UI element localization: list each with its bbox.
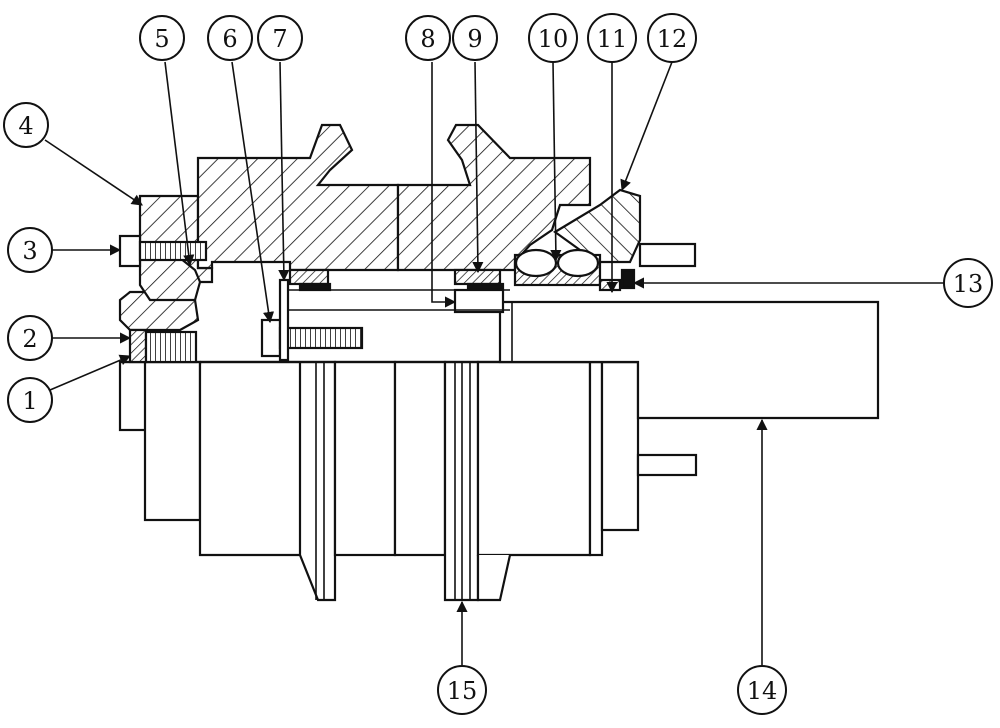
callout-10-label: 10 [538, 25, 569, 53]
callout-12: 12 [647, 13, 697, 63]
callout-15: 15 [437, 665, 487, 715]
callout-2: 2 [7, 315, 53, 361]
bearing-pack [144, 330, 198, 364]
callout-4: 4 [3, 102, 49, 148]
callout-3: 3 [7, 227, 53, 273]
end-cap [600, 360, 640, 532]
callout-balloons: 1 2 3 4 5 6 7 8 [3, 13, 993, 715]
callout-7-label: 7 [272, 25, 287, 53]
callout-1: 1 [7, 377, 53, 423]
callout-3-label: 3 [22, 237, 37, 265]
leader-7 [278, 61, 290, 282]
callout-8-label: 8 [420, 25, 435, 53]
callout-11: 11 [587, 13, 637, 63]
leader-10 [550, 61, 562, 262]
callout-14: 14 [737, 665, 787, 715]
bolt-6-shank [278, 326, 364, 350]
leader-6 [231, 61, 275, 324]
shaft-housing-body [498, 300, 880, 420]
callout-13: 13 [943, 258, 993, 308]
callout-1-label: 1 [22, 387, 37, 415]
bolt-3-head [118, 234, 142, 268]
shaft-housing [498, 300, 880, 420]
callout-14-label: 14 [747, 677, 778, 705]
leader-lines [44, 61, 945, 665]
callout-8: 8 [405, 15, 451, 61]
frame-body [118, 123, 697, 332]
seal-11 [598, 278, 622, 292]
washer-7 [278, 278, 290, 362]
callout-9-label: 9 [467, 25, 482, 53]
callout-5-label: 5 [154, 25, 169, 53]
callout-12-label: 12 [657, 25, 688, 53]
end-ring [588, 360, 604, 557]
callout-13-label: 13 [953, 270, 984, 298]
frame-left [196, 123, 400, 272]
bearing-10-ball-2 [556, 248, 600, 278]
roller-1 [198, 360, 337, 602]
seal-7 [288, 268, 330, 286]
roller-body [118, 360, 698, 602]
callout-15-label: 15 [447, 677, 478, 705]
left-flange [143, 360, 202, 522]
callout-2-label: 2 [22, 325, 37, 353]
roller-2-taper [476, 554, 512, 602]
spindle-stub [636, 453, 698, 477]
seal-13 [620, 268, 636, 290]
bearing-10-ball-1 [514, 248, 558, 278]
seal-7-lip [298, 282, 332, 292]
callout-6: 6 [207, 15, 253, 61]
seal-ring [128, 328, 148, 364]
roller-2 [476, 360, 592, 557]
fasteners [118, 234, 364, 364]
bolt-6-head [260, 318, 282, 358]
callout-11-label: 11 [597, 25, 628, 53]
callout-6-label: 6 [222, 25, 237, 53]
seal-8-ring [453, 288, 505, 314]
leader-12 [620, 61, 673, 192]
bolt-3-shank [138, 240, 208, 262]
leader-5 [164, 61, 195, 267]
callout-7: 7 [257, 15, 303, 61]
bracket-pin [638, 242, 697, 268]
leader-8 [431, 62, 457, 308]
callout-10: 10 [528, 13, 578, 63]
leader-1 [49, 354, 132, 391]
leader-4 [44, 139, 143, 206]
frame-right [396, 123, 592, 272]
mid-roller-right [393, 360, 447, 557]
leader-9 [472, 61, 484, 274]
callout-9: 9 [452, 15, 498, 61]
mid-roller-left [333, 360, 397, 557]
callout-4-label: 4 [18, 112, 33, 140]
seal-9 [453, 268, 502, 286]
callout-5: 5 [139, 15, 185, 61]
